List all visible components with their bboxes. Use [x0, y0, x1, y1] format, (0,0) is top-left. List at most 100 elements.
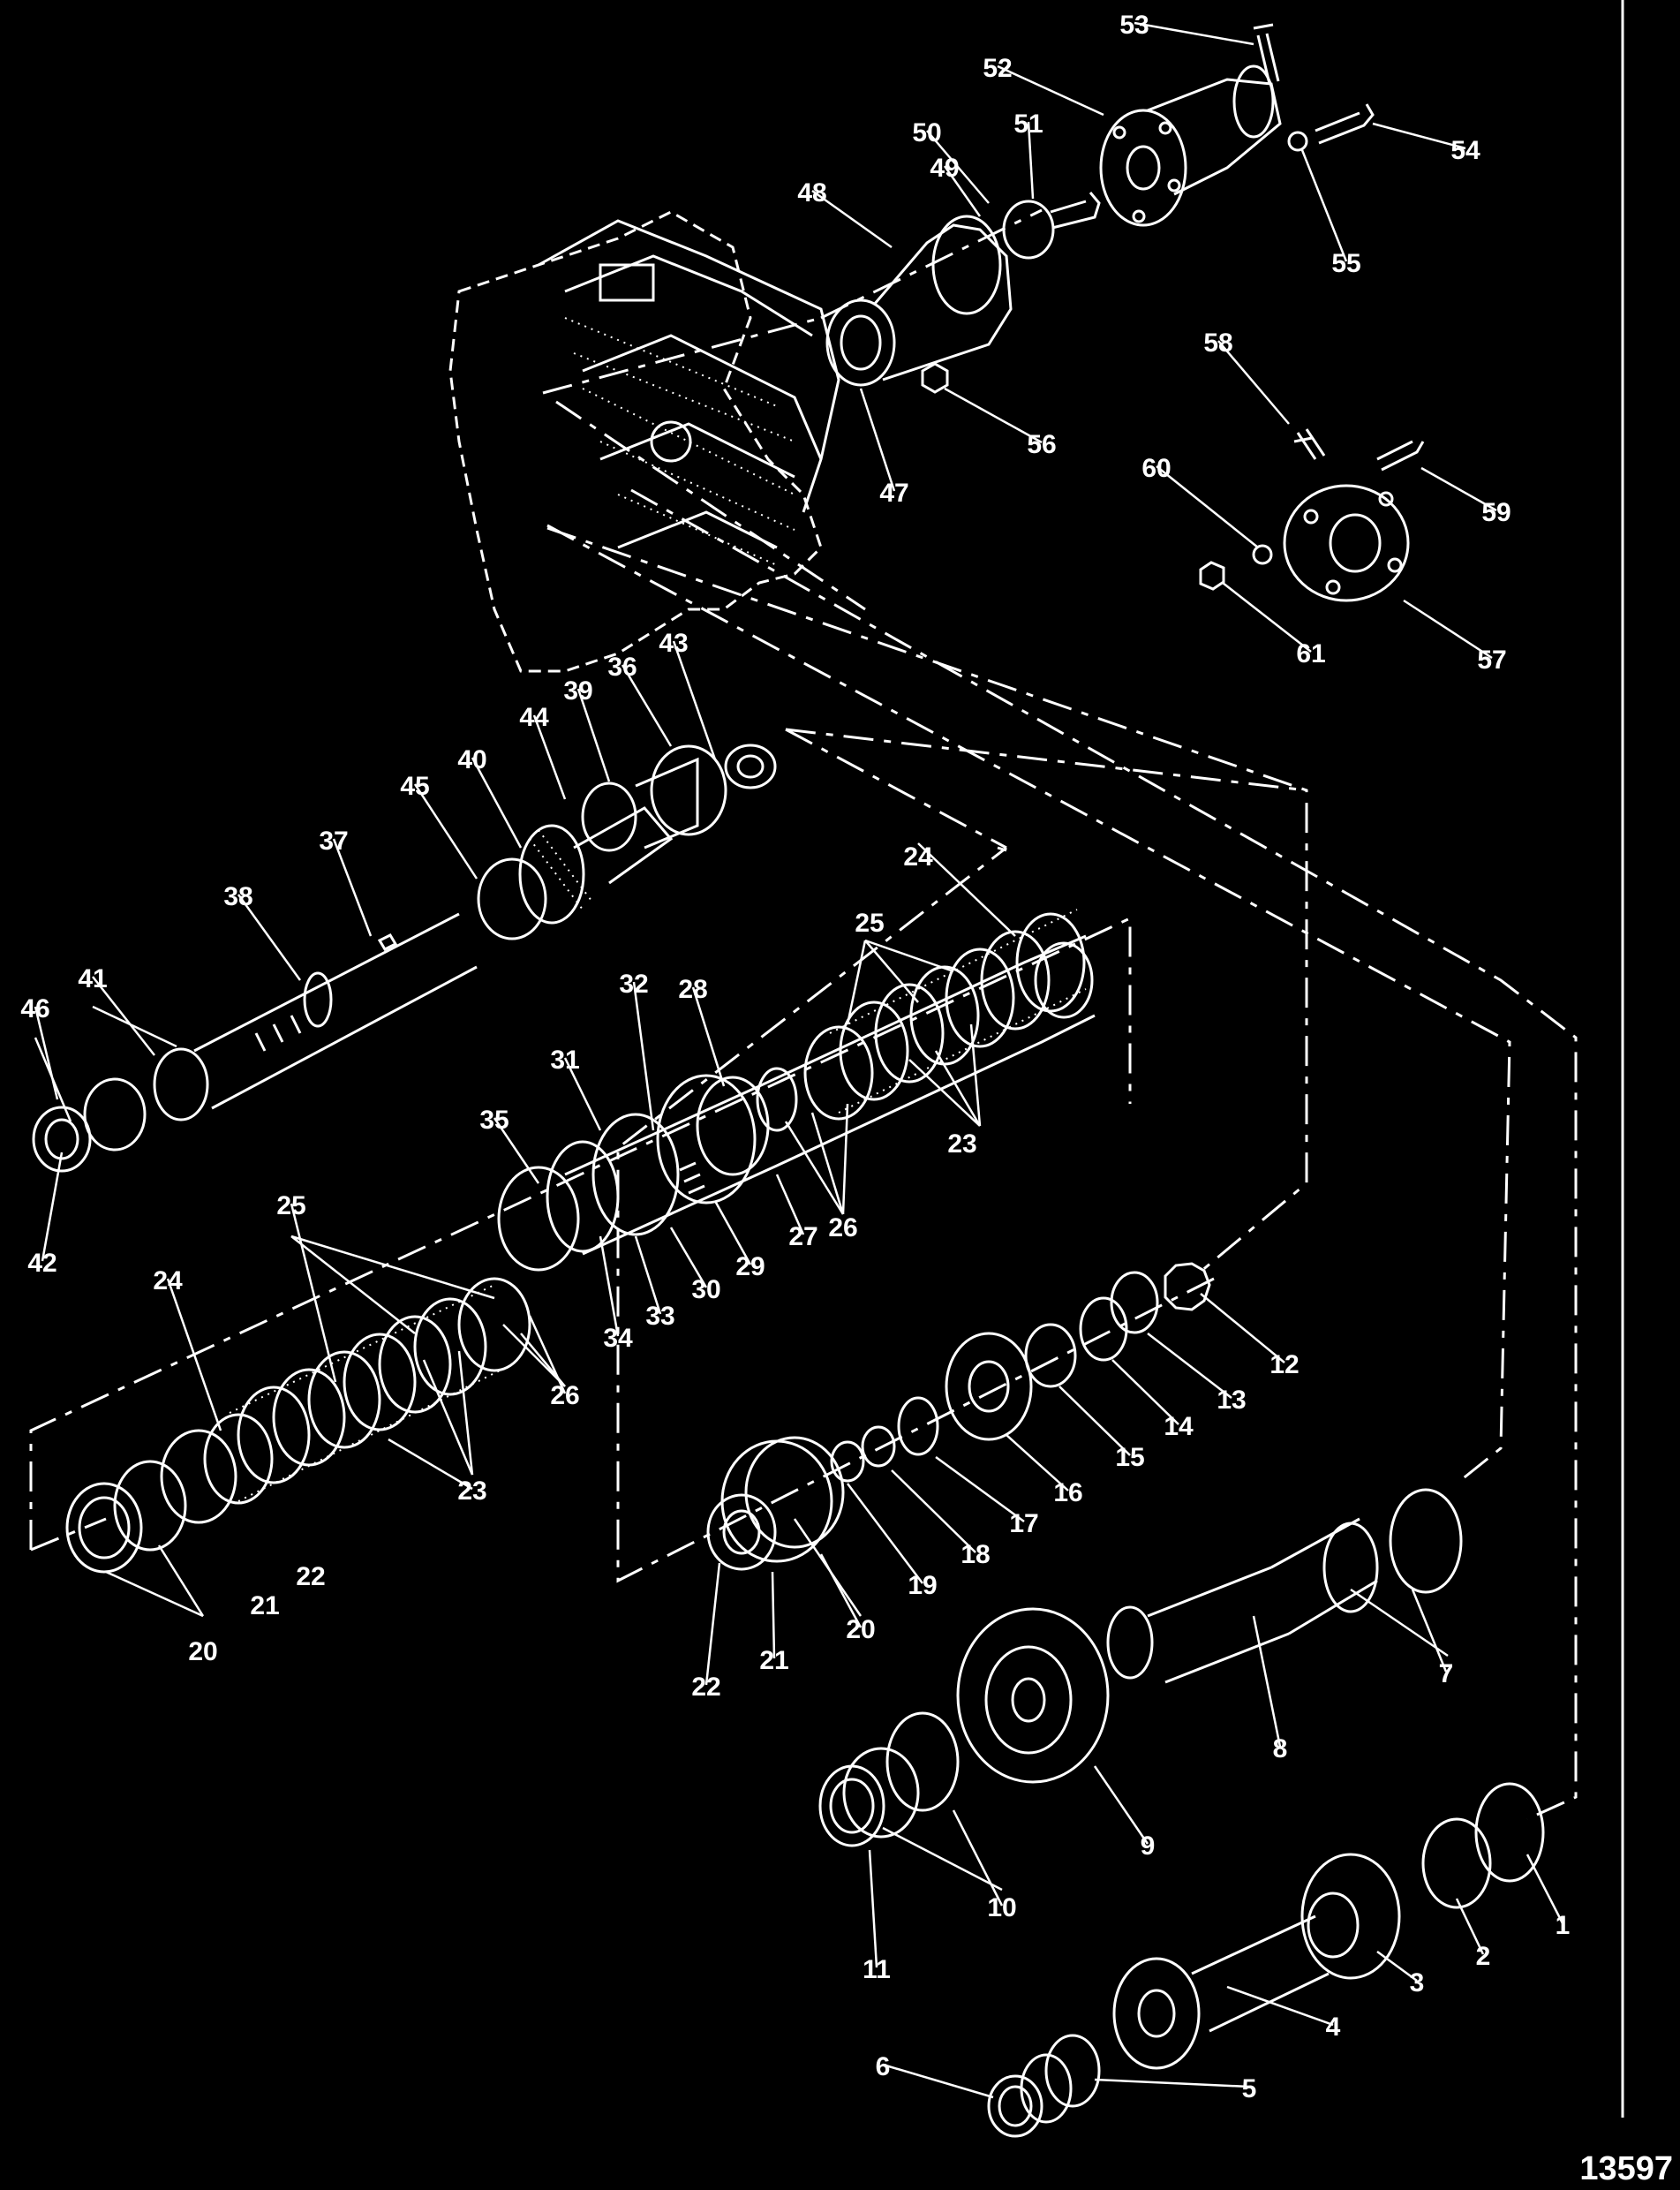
- leader-line-19: [847, 1483, 923, 1584]
- companion-flange: [1199, 428, 1425, 602]
- callout-label-21: 21: [759, 1646, 788, 1675]
- leader-line-26-extra-16: [520, 1333, 566, 1387]
- callout-label-13: 13: [1217, 1386, 1246, 1415]
- callout-label-3: 3: [1410, 1968, 1425, 1997]
- leader-line-13: [1147, 1333, 1232, 1399]
- leader-line-51: [1027, 121, 1035, 200]
- leader-line-21: [771, 1571, 776, 1659]
- leader-line-47: [859, 388, 896, 492]
- leader-line-25: [290, 1203, 337, 1383]
- leader-line-26-extra-19: [841, 1103, 849, 1215]
- callout-label-42: 42: [27, 1249, 57, 1278]
- leader-line-30: [669, 1227, 708, 1288]
- callout-label-50: 50: [912, 118, 941, 147]
- callout-label-29: 29: [735, 1252, 765, 1281]
- leader-line-57: [1403, 599, 1493, 660]
- leader-line-61: [1222, 582, 1312, 653]
- leader-line-16: [1006, 1434, 1069, 1491]
- callout-label-55: 55: [1331, 249, 1360, 278]
- idler-shaft: [987, 1782, 1545, 2138]
- leader-line-20-extra-4: [105, 1570, 204, 1618]
- leader-line-14: [1111, 1359, 1179, 1425]
- callout-label-25: 25: [276, 1191, 305, 1220]
- leader-line-12: [1200, 1293, 1285, 1363]
- callout-label-45: 45: [400, 772, 429, 801]
- leader-line-29: [713, 1200, 752, 1265]
- callout-label-59: 59: [1481, 498, 1510, 527]
- leader-line-36: [621, 664, 673, 747]
- leader-line-6: [882, 2063, 994, 2099]
- callout-label-4: 4: [1326, 2013, 1341, 2042]
- callout-label-21-secondary: 21: [250, 1591, 279, 1620]
- leader-line-1: [1526, 1854, 1564, 1924]
- leader-line-23-extra-8: [934, 1050, 982, 1127]
- callout-label-44: 44: [519, 703, 549, 732]
- leader-line-10-extra-1: [882, 1826, 1003, 1892]
- leader-line-23-extra-6: [422, 1359, 474, 1476]
- callout-label-38: 38: [223, 882, 252, 911]
- callout-label-26-secondary: 26: [828, 1213, 857, 1242]
- callout-label-36: 36: [607, 653, 637, 682]
- callout-label-30: 30: [691, 1275, 720, 1304]
- callout-label-28: 28: [678, 975, 707, 1004]
- callout-label-33: 33: [645, 1302, 674, 1331]
- callout-label-25-secondary: 25: [855, 909, 884, 938]
- leader-line-23-extra-9: [908, 1059, 981, 1127]
- callout-label-9: 9: [1141, 1831, 1156, 1861]
- callout-label-27: 27: [788, 1222, 817, 1251]
- callout-label-16: 16: [1053, 1478, 1082, 1507]
- leader-line-60: [1156, 465, 1259, 548]
- leader-line-24-extra-22: [917, 842, 1016, 937]
- callout-label-60: 60: [1141, 454, 1171, 483]
- leader-line-11: [868, 1849, 878, 1968]
- callout-label-22-secondary: 22: [296, 1562, 325, 1591]
- leader-line-18: [891, 1469, 976, 1553]
- output-flange-assembly: [825, 23, 1375, 394]
- callout-label-2: 2: [1476, 1942, 1491, 1971]
- callout-label-39: 39: [563, 676, 592, 706]
- callout-label-47: 47: [879, 479, 908, 508]
- callout-label-19: 19: [908, 1571, 937, 1600]
- callout-label-22: 22: [691, 1673, 720, 1702]
- callout-label-41: 41: [78, 964, 107, 993]
- countershaft-cluster: [706, 1262, 1211, 1571]
- callout-label-34: 34: [603, 1324, 633, 1353]
- leader-line-24: [166, 1278, 222, 1431]
- leader-line-46-extra-21: [34, 1037, 72, 1122]
- figure-number: 13597: [1579, 2150, 1673, 2186]
- callout-label-15: 15: [1115, 1443, 1144, 1472]
- leader-line-50: [926, 130, 990, 204]
- callout-label-8: 8: [1273, 1734, 1288, 1763]
- leader-line-28: [691, 986, 726, 1087]
- leader-line-8: [1252, 1615, 1282, 1748]
- leader-line-54: [1372, 122, 1466, 150]
- leader-line-45: [413, 783, 478, 880]
- input-shaft-assembly: [32, 744, 777, 1173]
- leader-line-33: [634, 1235, 662, 1315]
- leader-line-17: [935, 1455, 1025, 1523]
- callout-label-49: 49: [930, 154, 959, 183]
- leader-line-41-extra-20: [92, 1005, 177, 1048]
- leader-line-7: [1411, 1589, 1448, 1673]
- centerlines: [29, 208, 1578, 1821]
- callout-label-20-secondary: 20: [188, 1637, 217, 1666]
- leader-line-35: [493, 1117, 540, 1184]
- leader-line-27: [775, 1174, 805, 1235]
- callout-label-1: 1: [1556, 1911, 1571, 1940]
- callout-layer: 1234567891011121314151617181920212223242…: [20, 11, 1570, 2103]
- leader-line-22: [704, 1562, 721, 1686]
- leader-line-38: [237, 894, 302, 981]
- callout-label-24-secondary: 24: [903, 842, 933, 872]
- leader-line-25-extra-11: [290, 1235, 416, 1334]
- leader-line-26-extra-18: [810, 1112, 845, 1215]
- callout-label-48: 48: [797, 178, 826, 208]
- leader-line-26-extra-17: [784, 1121, 845, 1215]
- leader-line-34: [599, 1235, 620, 1337]
- callout-label-51: 51: [1013, 110, 1043, 139]
- callout-label-31: 31: [550, 1046, 579, 1075]
- callout-label-17: 17: [1009, 1509, 1038, 1538]
- callout-label-57: 57: [1477, 646, 1506, 675]
- leader-line-10: [952, 1809, 1004, 1907]
